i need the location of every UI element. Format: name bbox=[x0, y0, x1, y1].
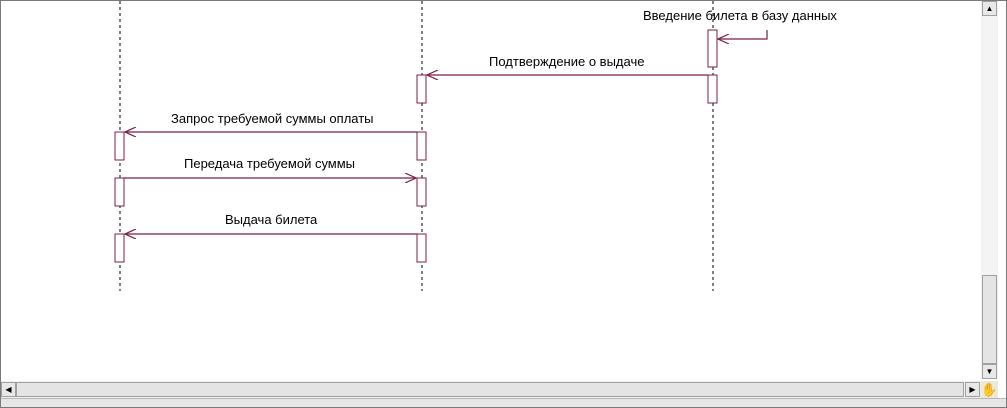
scroll-left-button[interactable]: ◀ bbox=[1, 382, 16, 397]
horizontal-scroll-thumb[interactable] bbox=[16, 382, 964, 397]
right-arrow-icon: ▶ bbox=[969, 384, 976, 394]
up-arrow-icon: ▲ bbox=[985, 3, 994, 13]
window-bottom-border bbox=[1, 398, 1006, 407]
scroll-right-button[interactable]: ▶ bbox=[965, 382, 980, 397]
activation-box[interactable] bbox=[416, 177, 427, 207]
sequence-diagram: Введение билета в базу данных Подтвержде… bbox=[114, 1, 837, 291]
activation-box[interactable] bbox=[114, 233, 125, 263]
scroll-up-button[interactable]: ▲ bbox=[982, 1, 997, 16]
message-arrow-1[interactable] bbox=[718, 30, 768, 39]
hand-icon: ✋ bbox=[981, 381, 998, 397]
activation-box[interactable] bbox=[416, 233, 427, 263]
message-label-4: Передача требуемой суммы bbox=[184, 156, 355, 171]
activation-box[interactable] bbox=[114, 131, 125, 161]
activation-box[interactable] bbox=[114, 177, 125, 207]
message-label-5: Выдача билета bbox=[225, 212, 318, 227]
message-label-1: Введение билета в базу данных bbox=[643, 8, 837, 23]
activation-box[interactable] bbox=[416, 74, 427, 104]
activation-box[interactable] bbox=[707, 74, 718, 104]
activation-box[interactable] bbox=[707, 29, 718, 68]
activation-box[interactable] bbox=[416, 131, 427, 161]
message-label-3: Запрос требуемой суммы оплаты bbox=[171, 111, 374, 126]
scroll-down-button[interactable]: ▼ bbox=[982, 364, 997, 379]
vertical-scrollbar[interactable]: ▲ ▼ bbox=[981, 1, 998, 379]
vertical-scroll-thumb[interactable] bbox=[982, 275, 997, 364]
left-arrow-icon: ◀ bbox=[5, 384, 12, 394]
horizontal-scrollbar[interactable]: ◀ ▶ bbox=[1, 381, 981, 398]
diagram-canvas[interactable]: Введение билета в базу данных Подтвержде… bbox=[1, 1, 981, 379]
down-arrow-icon: ▼ bbox=[985, 366, 994, 376]
message-label-2: Подтверждение о выдаче bbox=[489, 54, 644, 69]
pan-hand-button[interactable]: ✋ bbox=[981, 381, 998, 398]
